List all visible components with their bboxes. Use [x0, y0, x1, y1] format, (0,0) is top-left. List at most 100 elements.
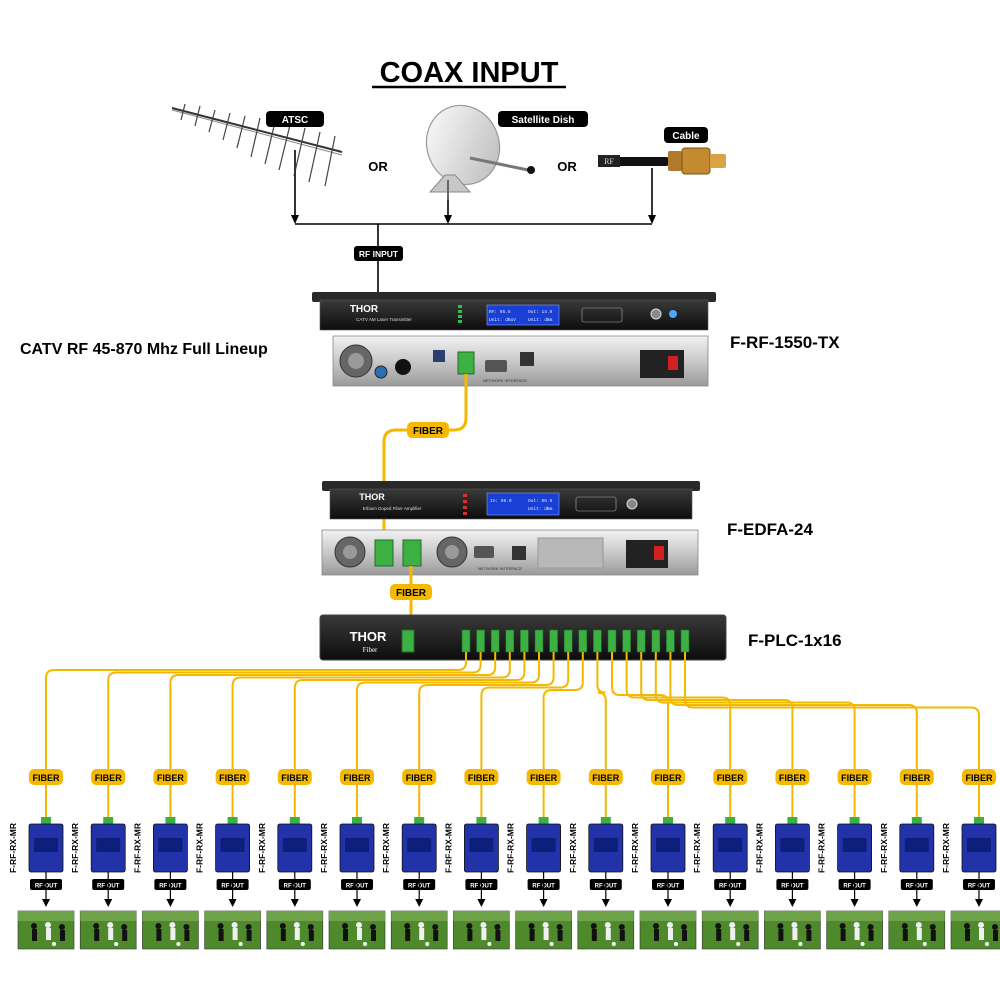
receiver-fiber-connector — [103, 817, 114, 825]
fiber-label: FIBER — [95, 773, 123, 783]
fiber-label: FIBER — [841, 773, 869, 783]
arrow-head — [539, 899, 548, 907]
receiver-lcd — [469, 838, 494, 852]
fiber-label-bg — [153, 769, 188, 785]
receiver-fiber-connector — [600, 817, 611, 825]
receiver-fiber-connector — [911, 817, 922, 825]
receiver-fiber-connector — [289, 817, 300, 825]
tv-screen-image — [888, 910, 946, 950]
fiber-label-bg — [837, 769, 872, 785]
fiber-link-plc-receiver — [611, 652, 669, 818]
transmitter-lcd — [486, 304, 560, 326]
receiver-model-label: F-RF-RX-MR — [568, 823, 578, 873]
arrow-head — [477, 899, 486, 907]
receiver-lcd — [593, 838, 618, 852]
arrow-head — [228, 899, 237, 907]
fiber-label: FIBER — [717, 773, 745, 783]
fiber-label: FIBER — [406, 773, 434, 783]
fiber-label-bg — [29, 769, 63, 785]
fiber-label-bg — [91, 769, 126, 785]
fiber-link-plc-receiver — [169, 652, 497, 818]
fiber-link-plc-receiver — [640, 652, 794, 818]
arrow-head — [291, 215, 299, 224]
arrow-head — [648, 215, 656, 224]
fiber-label-bg — [588, 769, 623, 785]
satellite-label-bg — [498, 111, 588, 127]
rf-input-label: RF INPUT — [359, 249, 399, 259]
fiber-label-bg — [277, 769, 312, 785]
edfa-model-label: F-EDFA-24 — [727, 520, 814, 539]
arrow-head — [850, 899, 859, 907]
plc-port — [490, 629, 500, 653]
fiber-label: FIBER — [33, 773, 61, 783]
plc-output-ports — [461, 629, 690, 653]
fiber-label: FIBER — [396, 588, 427, 599]
arrow-head — [290, 899, 299, 907]
fiber-link-plc-receiver — [107, 652, 482, 818]
fiber-label: FIBER — [281, 773, 309, 783]
receiver-lcd — [531, 838, 556, 852]
receiver-model-label: F-RF-RX-MR — [941, 823, 951, 873]
fiber-label-bg — [526, 769, 561, 785]
fiber-label-bg — [962, 769, 996, 785]
receiver-lcd — [842, 838, 867, 852]
fiber-label-bg — [215, 769, 250, 785]
transmitter-panel-text: CATV AM Laser Transmitter — [356, 317, 412, 322]
atsc-label-bg — [266, 111, 324, 127]
plc-port — [666, 629, 675, 653]
receiver-fiber-connector — [414, 817, 425, 825]
fiber-link-plc-receiver — [45, 652, 467, 818]
edfa-rear-panel — [321, 529, 699, 576]
arrow-head — [788, 899, 797, 907]
antenna-icon — [171, 103, 343, 195]
fiber-label: FIBER — [903, 773, 931, 783]
atsc-label: ATSC — [282, 115, 308, 126]
coax-cable-icon — [598, 147, 726, 175]
fiber-link-plc-receiver — [231, 652, 511, 818]
receiver-lcd — [158, 838, 183, 852]
satellite-dish-icon — [425, 104, 535, 200]
fiber-link-plc-receiver — [542, 652, 584, 818]
plc-port — [607, 629, 617, 653]
fiber-link-plc-receiver — [596, 652, 607, 818]
arrow-head — [42, 899, 50, 907]
fiber-label: FIBER — [344, 773, 372, 783]
fiber-label: FIBER — [413, 426, 444, 437]
receiver-lcd — [780, 838, 805, 852]
receiver-fiber-connector — [165, 817, 176, 825]
receiver-model-label: F-RF-RX-MR — [630, 823, 640, 873]
edfa-lcd-text: Out: 00.9 — [528, 498, 553, 504]
tv-screen-image — [204, 910, 261, 950]
tv-screen-image — [266, 910, 324, 950]
fiber-label-bg — [651, 769, 685, 785]
plc-model-label: F-PLC-1x16 — [748, 631, 842, 650]
or-label-2: OR — [557, 159, 577, 174]
plc-port — [636, 629, 646, 653]
cable-label-bg — [664, 127, 708, 143]
tv-screen-image — [390, 910, 448, 950]
plc-port — [578, 629, 588, 653]
receiver-model-label: F-RF-RX-MR — [381, 823, 391, 873]
receiver-lcd — [718, 838, 743, 852]
fiber-link-plc-receiver — [418, 652, 555, 818]
edfa-lcd — [486, 492, 560, 516]
arrow-head — [726, 899, 735, 907]
receiver-lcd — [96, 838, 121, 852]
transmitter-brand: THOR — [350, 304, 379, 315]
plc-port — [534, 629, 544, 653]
or-label-1: OR — [368, 159, 388, 174]
receiver-fiber-connector — [974, 817, 984, 825]
arrow-head — [912, 899, 921, 907]
plc-port — [622, 629, 631, 653]
plc-port — [651, 629, 661, 653]
plc-brand-sub: Fiber — [363, 646, 378, 654]
fiber-label: FIBER — [530, 773, 558, 783]
fiber-label-bg — [464, 769, 499, 785]
cable-rf-text: RF — [604, 157, 614, 166]
receiver-fiber-connector — [476, 817, 487, 825]
receiver-model-label: F-RF-RX-MR — [319, 823, 329, 873]
receiver-fiber-connector — [849, 817, 860, 825]
receiver-model-label: F-RF-RX-MR — [195, 823, 205, 873]
